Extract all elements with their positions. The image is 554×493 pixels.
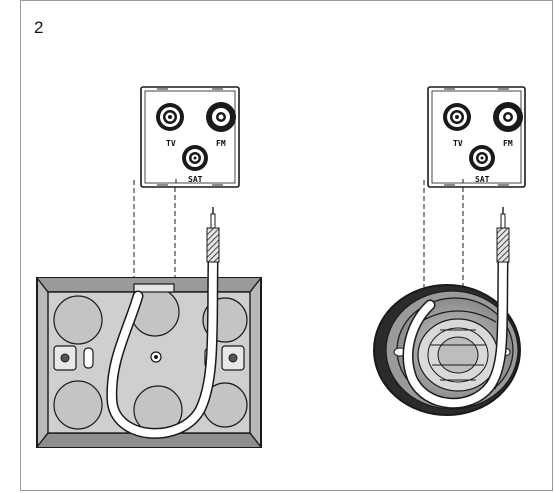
step-number: 2: [34, 18, 44, 37]
left-assembly: TV FM SAT: [36, 86, 262, 448]
rectangular-wall-box: [36, 277, 262, 448]
cable-braid-icon: [496, 227, 510, 263]
sat-label: SAT: [475, 175, 490, 184]
fm-connector-icon: [206, 102, 236, 132]
tv-connector-icon: [156, 103, 184, 131]
sat-label: SAT: [188, 175, 203, 184]
cable-braid-icon: [206, 227, 220, 263]
tv-connector-icon: [443, 103, 471, 131]
tv-label: TV: [166, 139, 176, 148]
left-socket-plate: TV FM SAT: [140, 86, 240, 188]
fm-label: FM: [216, 139, 226, 148]
sat-connector-icon: [182, 145, 208, 171]
fm-label: FM: [503, 139, 513, 148]
sat-connector-icon: [469, 145, 495, 171]
left-coax-cable: [106, 207, 220, 439]
right-socket-plate: TV FM SAT: [427, 86, 526, 188]
fm-connector-icon: [493, 102, 523, 132]
right-coax-cable: [402, 207, 510, 409]
right-assembly: TV FM SAT: [373, 86, 526, 416]
tv-label: TV: [453, 139, 463, 148]
